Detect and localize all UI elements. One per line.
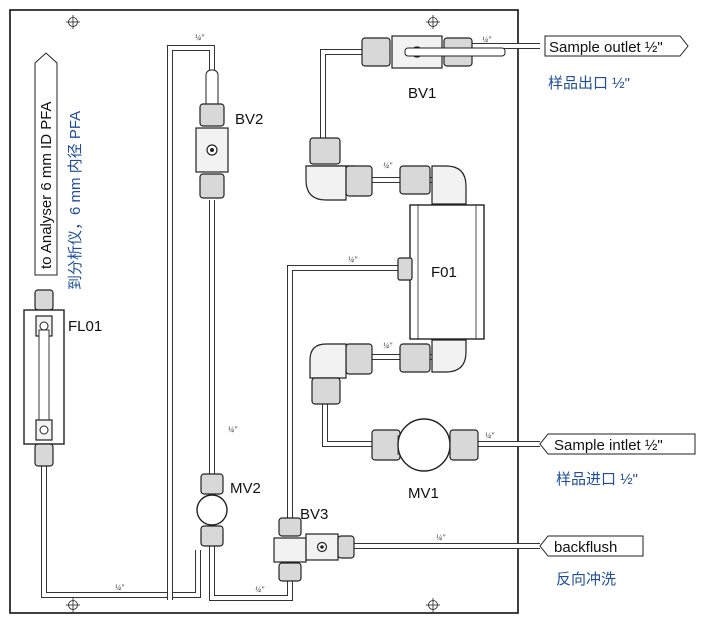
pipe-size-label: ¼" [348, 255, 358, 264]
pipe-size-label: ¼" [195, 33, 205, 42]
needle-valve-mv2[interactable] [196, 473, 228, 547]
pipe-size-label: ¼" [436, 533, 446, 542]
bv3-label: BV3 [300, 506, 328, 523]
backflush-tag: backflush [539, 535, 644, 557]
sample-inlet-label: Sample intlet ½" [554, 437, 663, 454]
mv2-label: MV2 [230, 480, 261, 497]
sample-inlet-label-zh: 样品进口 ½" [556, 471, 638, 488]
pipe-size-label: ¼" [383, 341, 393, 350]
pipe-size-label: ¼" [482, 35, 492, 44]
analyser-label-en: to Analyser 6 mm ID PFA [38, 101, 55, 269]
sample-outlet-label-zh: 样品出口 ½" [548, 75, 630, 92]
ball-valve-bv3[interactable] [273, 517, 355, 582]
elbow-upper [305, 137, 373, 201]
ball-valve-bv2[interactable] [195, 69, 229, 199]
mounting-hole-tl [66, 15, 80, 29]
f01-label: F01 [431, 264, 457, 281]
sample-inlet-tag: Sample intlet ½" [539, 433, 696, 455]
elbow-lower [309, 343, 373, 405]
fl01-label: FL01 [68, 318, 102, 335]
pipe-size-label: ¼" [485, 431, 495, 440]
mv1-label: MV1 [408, 485, 439, 502]
mounting-hole-bl [66, 598, 80, 612]
sample-outlet-label: Sample outlet ½" [549, 39, 663, 56]
ball-valve-bv1[interactable] [361, 35, 506, 69]
pipe-size-label: ¼" [228, 425, 238, 434]
backflush-label: backflush [554, 539, 617, 556]
analyser-label-zh: 到分析仪，6 mm 内径 PFA [67, 111, 84, 290]
sample-outlet-tag: Sample outlet ½" [544, 35, 689, 57]
analyser-tag: to Analyser 6 mm ID PFA [34, 52, 58, 276]
mounting-hole-tr [426, 15, 440, 29]
bv2-label: BV2 [235, 111, 263, 128]
flowmeter-fl01[interactable] [23, 289, 65, 467]
tubing [41, 43, 540, 601]
pipe-size-label: ¼" [383, 161, 393, 170]
pipe-size-marks: ¼" ¼" ¼" ¼" ¼" ¼" ¼" ¼" ¼" ¼" ¼" [115, 33, 495, 594]
needle-valve-mv1[interactable] [371, 418, 479, 472]
bv1-label: BV1 [408, 85, 436, 102]
pipe-size-label: ¼" [255, 585, 265, 594]
filter-f01[interactable] [397, 165, 485, 373]
mounting-hole-br [426, 598, 440, 612]
analyser-label-zh-group: 到分析仪，6 mm 内径 PFA [67, 111, 84, 290]
backflush-label-zh: 反向冲洗 [556, 571, 616, 588]
pipe-size-label: ¼" [115, 583, 125, 592]
